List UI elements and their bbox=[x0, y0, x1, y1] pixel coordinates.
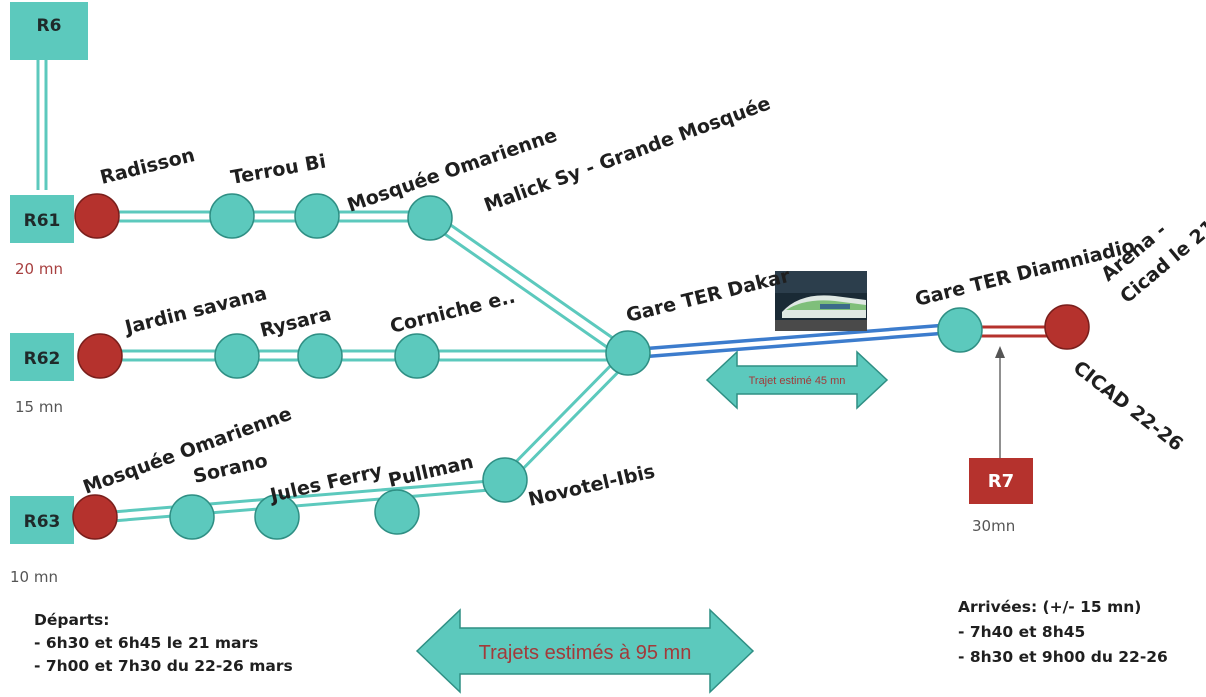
route-box-r62: R62 bbox=[10, 333, 74, 381]
departures-title: Départs: bbox=[34, 611, 109, 629]
route-box-r6: R6 bbox=[10, 2, 88, 60]
station-unnamed-r62 bbox=[214, 333, 260, 379]
label-mosquee-omarienne-1: Mosquée Omarienne bbox=[344, 124, 559, 217]
label-corniche: Corniche e.. bbox=[388, 286, 518, 338]
station-mosquee-omarienne-2 bbox=[72, 494, 118, 540]
label-terrou-bi: Terrou Bi bbox=[229, 151, 328, 189]
r61-branch-line bbox=[431, 210, 631, 352]
label-radisson: Radisson bbox=[98, 144, 197, 189]
ter-line bbox=[639, 322, 961, 359]
station-radisson bbox=[74, 193, 120, 239]
station-unnamed-r61 bbox=[294, 193, 340, 239]
label-novotel-ibis: Novotel-Ibis bbox=[526, 460, 657, 511]
station-jardin-savana bbox=[77, 333, 123, 379]
ter-estimate-arrow: Trajet estimé 45 mn bbox=[705, 350, 889, 410]
total-estimate-text: Trajets estimés à 95 mn bbox=[479, 642, 692, 664]
route-label-r7: R7 bbox=[988, 471, 1014, 492]
route-box-r7: R7 bbox=[969, 458, 1033, 504]
route-label-r63: R63 bbox=[24, 512, 61, 532]
station-rysara bbox=[297, 333, 343, 379]
duration-r61: 20 mn bbox=[15, 260, 63, 278]
route-box-r63: R63 bbox=[10, 496, 74, 544]
total-estimate-arrow: Trajets estimés à 95 mn bbox=[415, 608, 755, 694]
train-photo-icon bbox=[775, 271, 867, 331]
r63-line bbox=[99, 478, 503, 515]
arrivals-title: Arrivées: (+/- 15 mn) bbox=[958, 598, 1141, 616]
track-lines bbox=[36, 60, 634, 524]
label-gare-ter-dakar: Gare TER Dakar bbox=[624, 265, 793, 327]
station-gare-ter-dakar bbox=[605, 330, 651, 376]
arrivals-line-1: - 7h40 et 8h45 bbox=[958, 623, 1085, 641]
station-arena bbox=[1044, 304, 1090, 350]
station-sorano bbox=[169, 494, 215, 540]
route-label-r62: R62 bbox=[24, 349, 61, 369]
duration-r62: 15 mn bbox=[15, 398, 63, 416]
departures-line-2: - 7h00 et 7h30 du 22-26 mars bbox=[34, 657, 293, 675]
arrivals-line-2: - 8h30 et 9h00 du 22-26 bbox=[958, 648, 1168, 666]
r7-connector-arrow bbox=[995, 346, 1005, 458]
station-jules-ferry bbox=[254, 494, 300, 540]
station-terrou-bi bbox=[209, 193, 255, 239]
ter-estimate-text: Trajet estimé 45 mn bbox=[749, 375, 846, 387]
station-nodes bbox=[72, 193, 1090, 540]
duration-r63: 10 mn bbox=[10, 568, 58, 586]
station-pullman bbox=[374, 489, 420, 535]
route-box-r61: R61 bbox=[10, 195, 74, 243]
station-corniche bbox=[394, 333, 440, 379]
arrivals-note: Arrivées: (+/- 15 mn) - 7h40 et 8h45 - 8… bbox=[958, 598, 1168, 666]
route-label-r61: R61 bbox=[24, 211, 61, 231]
label-jardin-savana: Jardin savana bbox=[121, 282, 269, 339]
r63-branch-line bbox=[498, 350, 626, 480]
station-gare-ter-diamniadio bbox=[937, 307, 983, 353]
route-label-r6: R6 bbox=[37, 16, 62, 36]
departures-note: Départs: - 6h30 et 6h45 le 21 mars - 7h0… bbox=[34, 611, 293, 675]
station-novotel-ibis bbox=[482, 457, 528, 503]
departures-line-1: - 6h30 et 6h45 le 21 mars bbox=[34, 634, 258, 652]
station-mosquee-omarienne-1 bbox=[407, 195, 453, 241]
duration-r7: 30mn bbox=[972, 517, 1015, 535]
label-cicad: CICAD 22-26 bbox=[1069, 357, 1187, 456]
